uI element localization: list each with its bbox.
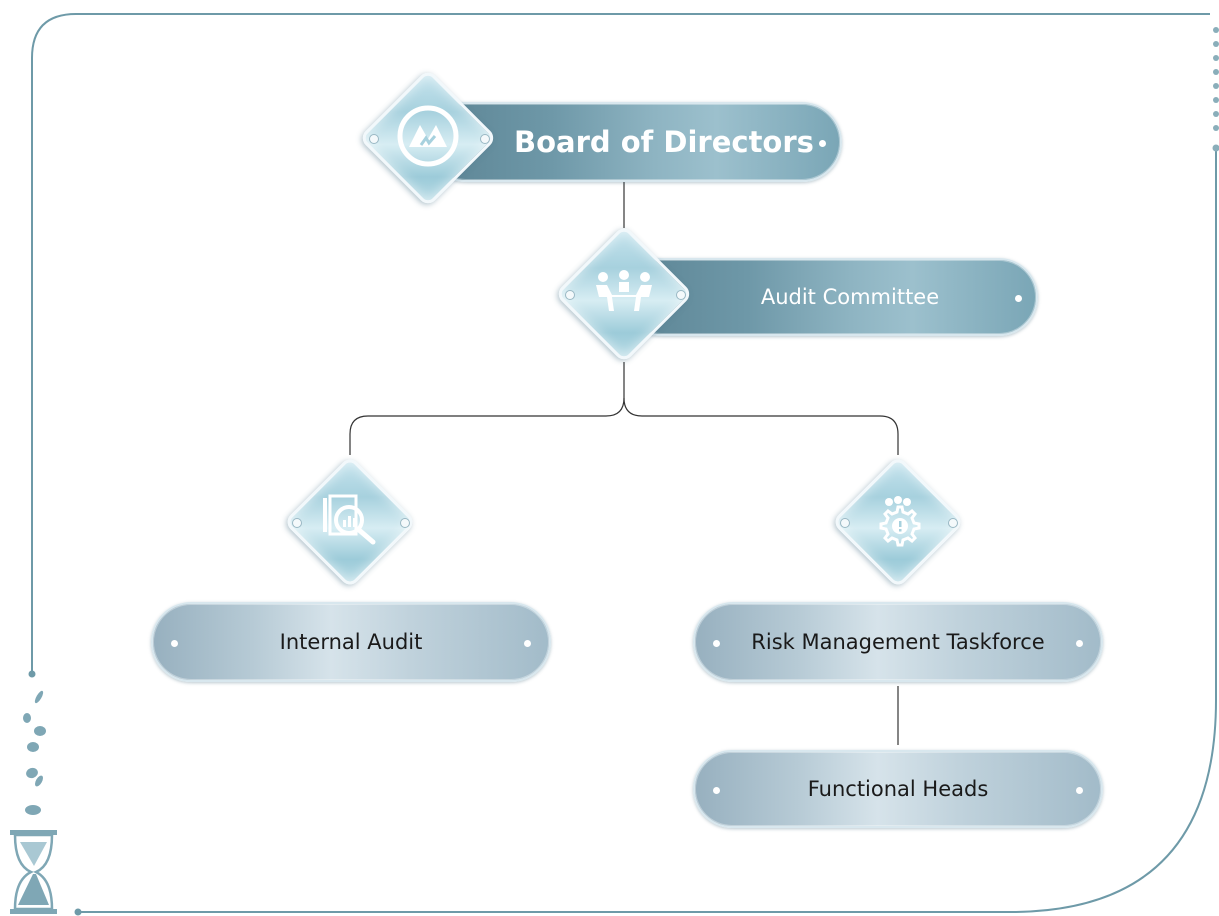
functional-heads-label: Functional Heads: [807, 777, 989, 801]
committee-label: Audit Committee: [760, 285, 940, 309]
board-label: Board of Directors: [514, 125, 814, 159]
board-diamond: [358, 68, 498, 208]
node-internal-audit[interactable]: Internal Audit: [151, 602, 551, 682]
internal-audit-diamond: [282, 454, 418, 590]
connector-committee-risk: [623, 397, 899, 455]
meeting-table-icon: [593, 269, 655, 319]
gear-alert-icon: [871, 493, 925, 551]
frame-dots: [1212, 27, 1219, 152]
risk-taskforce-label: Risk Management Taskforce: [751, 630, 1045, 654]
board-pill: Board of Directors: [426, 102, 842, 182]
hourglass-icon: [10, 690, 57, 914]
committee-pill: Audit Committee: [622, 258, 1038, 336]
frame-border-line-right: [78, 148, 1217, 913]
node-audit-committee[interactable]: Audit Committee: [554, 224, 1038, 364]
node-risk-management-taskforce[interactable]: Risk Management Taskforce: [693, 602, 1103, 682]
node-functional-heads[interactable]: Functional Heads: [693, 750, 1103, 828]
node-board-of-directors[interactable]: Board of Directors: [358, 68, 842, 208]
committee-diamond: [554, 224, 694, 364]
internal-audit-label: Internal Audit: [279, 630, 423, 654]
magnifier-chart-icon: [319, 494, 381, 550]
frame-border-line: [31, 13, 1210, 672]
risk-taskforce-diamond: [830, 454, 966, 590]
connector-committee-split: [349, 362, 625, 455]
logo-mountain-icon: [395, 103, 461, 173]
